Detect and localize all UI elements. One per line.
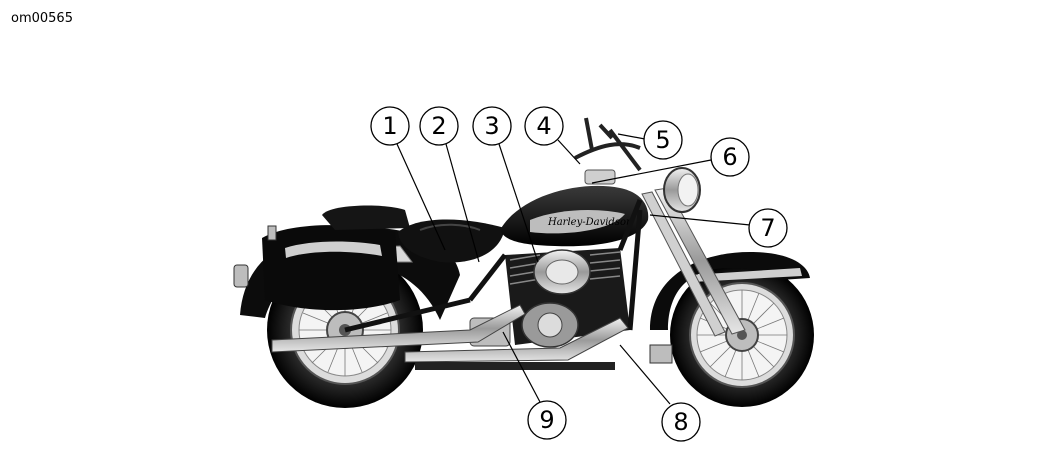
callout-1: 1	[370, 106, 410, 146]
front-wheel	[670, 263, 814, 407]
callout-2: 2	[419, 106, 459, 146]
seat	[322, 205, 505, 263]
callout-4: 4	[524, 106, 564, 146]
callout-7: 7	[748, 208, 788, 248]
callout-5: 5	[643, 120, 683, 160]
leader-line-6	[591, 159, 712, 184]
callout-label-8: 8	[673, 408, 688, 436]
callout-label-1: 1	[382, 112, 397, 140]
taillight	[233, 225, 277, 288]
leader-line-9	[502, 331, 541, 403]
figure-id: om00565	[11, 11, 73, 26]
tank-logo: Harley-Davidson	[547, 217, 632, 228]
leader-lines	[396, 133, 751, 405]
callout-label-3: 3	[484, 112, 499, 140]
leader-line-3	[498, 143, 539, 263]
callout-label-5: 5	[655, 126, 670, 154]
saddlebag	[262, 225, 400, 311]
callout-9: 9	[527, 400, 567, 440]
leader-line-1	[396, 143, 446, 251]
handlebar	[574, 117, 642, 172]
fuel-tank: Harley-Davidson	[500, 169, 649, 247]
leader-line-2	[445, 143, 480, 263]
callout-label-4: 4	[536, 112, 551, 140]
callout-6: 6	[710, 137, 750, 177]
headlight	[663, 167, 701, 213]
callout-3: 3	[472, 106, 512, 146]
callout-label-9: 9	[539, 406, 554, 434]
callout-label-7: 7	[760, 214, 775, 242]
frame	[344, 199, 643, 333]
callout-label-2: 2	[431, 112, 446, 140]
callout-8: 8	[661, 402, 701, 442]
leader-line-8	[619, 344, 671, 405]
leader-line-4	[557, 139, 581, 165]
exhaust	[271, 304, 629, 370]
leader-line-7	[649, 214, 751, 226]
callout-label-6: 6	[722, 143, 737, 171]
leader-line-5	[617, 133, 646, 140]
